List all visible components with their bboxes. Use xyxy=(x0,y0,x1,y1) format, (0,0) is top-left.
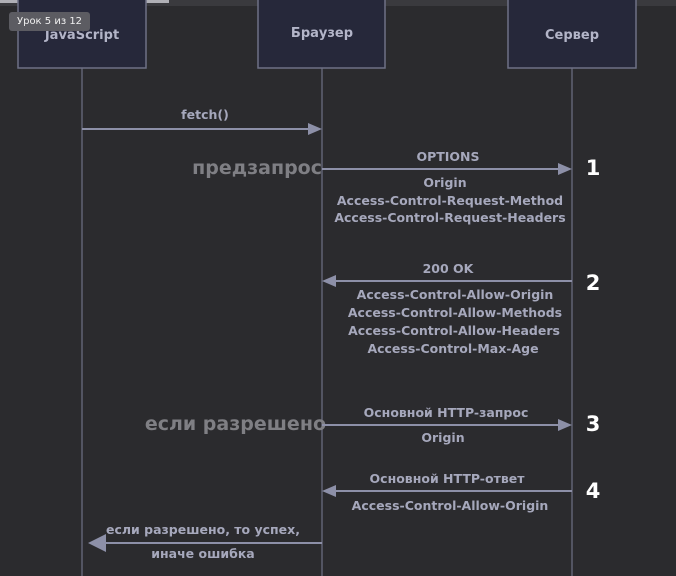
msg-allow-header-1: Access-Control-Allow-Methods xyxy=(348,305,562,320)
msg-main-request: Основной HTTP-запрос xyxy=(364,405,529,420)
msg-fetch: fetch() xyxy=(181,107,229,122)
step-number-1: 1 xyxy=(586,156,601,180)
actor-label-javascript: JavaScript xyxy=(44,28,119,43)
msg-main-request-header: Origin xyxy=(421,430,464,445)
msg-result-line-0: если разрешено, то успех, xyxy=(106,522,300,537)
msg-main-response: Основной HTTP-ответ xyxy=(370,471,526,486)
msg-200-ok: 200 OK xyxy=(423,261,475,276)
lesson-badge: Урок 5 из 12 xyxy=(9,12,91,31)
arrow-head-result xyxy=(88,534,106,552)
msg-preflight-header-2: Access-Control-Request-Headers xyxy=(334,210,565,225)
msg-preflight-header-1: Access-Control-Request-Method xyxy=(337,193,563,208)
msg-allow-header-3: Access-Control-Max-Age xyxy=(367,341,538,356)
msg-options: OPTIONS xyxy=(416,149,479,164)
arrow-head-options xyxy=(558,163,572,175)
arrow-head-main-response xyxy=(322,485,336,497)
arrow-head-fetch xyxy=(308,123,322,135)
msg-preflight-header-0: Origin xyxy=(423,175,466,190)
msg-main-response-header: Access-Control-Allow-Origin xyxy=(352,498,549,513)
actor-label-server: Сервер xyxy=(545,28,599,43)
arrow-head-200-ok xyxy=(322,275,336,287)
step-number-4: 4 xyxy=(586,479,601,503)
arrow-head-main-request xyxy=(558,419,572,431)
msg-result-line-1: иначе ошибка xyxy=(151,546,255,561)
step-number-2: 2 xyxy=(586,271,601,295)
actor-box-browser xyxy=(257,0,386,69)
step-number-3: 3 xyxy=(586,412,601,436)
side-label-preflight: предзапрос xyxy=(192,157,322,179)
actor-label-browser: Браузер xyxy=(291,26,353,41)
msg-allow-header-0: Access-Control-Allow-Origin xyxy=(357,287,554,302)
msg-allow-header-2: Access-Control-Allow-Headers xyxy=(348,323,560,338)
side-label-if-allowed: если разрешено xyxy=(145,413,326,435)
